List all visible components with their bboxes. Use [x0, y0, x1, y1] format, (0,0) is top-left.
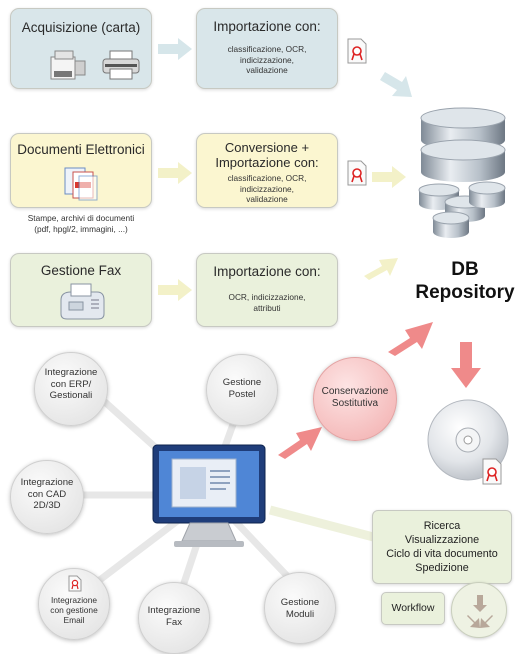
certified-document-icon	[347, 160, 367, 186]
cad-line1: Integrazione	[20, 477, 74, 488]
importazione2-title: Importazione con:	[213, 264, 321, 279]
cad-line2: con CAD	[27, 488, 67, 500]
ricerca-line1: Ricerca	[423, 520, 461, 532]
ricerca-box: Ricerca Visualizzazione Ciclo di vita do…	[372, 510, 512, 584]
documenti-caption-1: Stampe, archivi di documenti	[27, 213, 135, 223]
email-line2: con gestione	[50, 605, 98, 615]
conservazione-circle: Conservazione Sostitutiva	[313, 357, 397, 441]
blue-arrows	[158, 38, 412, 97]
db-title-line1: DB	[451, 259, 479, 280]
conversione-detail-2: indicizzazione,	[240, 183, 294, 194]
importazione1-detail-1: classificazione, OCR,	[227, 44, 307, 54]
yellow-arrows	[158, 162, 406, 301]
circle-postel: Gestione Postel	[206, 354, 278, 426]
conversione-box: Conversione + Importazione con: classifi…	[196, 133, 338, 208]
workflow-box: Workflow	[381, 592, 445, 625]
erp-line1: Integrazione	[44, 367, 98, 378]
db-title-line2: Repository	[415, 282, 515, 303]
cad-line3: 2D/3D	[33, 500, 61, 511]
printer-icon	[102, 50, 140, 80]
ricerca-connector	[268, 505, 387, 545]
fax-title: Gestione Fax	[40, 263, 122, 278]
ricerca-line4: Spedizione	[415, 562, 469, 574]
importazione2-detail-2: attributi	[253, 302, 281, 313]
workflow-arrows-icon	[467, 595, 493, 628]
conversione-title-1: Conversione +	[224, 140, 310, 155]
circle-erp: Integrazione con ERP/ Gestionali	[34, 352, 108, 426]
monitor-icon	[152, 444, 266, 547]
erp-line2: con ERP/	[50, 378, 92, 390]
importazione2-box: Importazione con: OCR, indicizzazione, a…	[196, 253, 338, 327]
conversione-title-2: Importazione con:	[215, 155, 319, 170]
conversione-detail-3: validazione	[246, 194, 288, 204]
certified-document-icon	[347, 38, 367, 64]
integr-fax-line1: Integrazione	[147, 605, 201, 616]
documenti-box: Documenti Elettronici	[10, 133, 152, 208]
fax-machine-icon	[60, 283, 105, 320]
documenti-title: Documenti Elettronici	[17, 142, 145, 157]
importazione1-detail-2: indicizzazione,	[240, 54, 294, 65]
fax-box: Gestione Fax	[10, 253, 152, 327]
conservazione-line1: Conservazione	[321, 386, 389, 397]
acquisizione-title: Acquisizione (carta)	[21, 20, 141, 35]
importazione2-detail-1: OCR, indicizzazione,	[228, 292, 306, 302]
circle-moduli: Gestione Moduli	[264, 572, 336, 644]
postel-line1: Gestione	[222, 377, 262, 388]
conversione-detail-1: classificazione, OCR,	[227, 173, 307, 183]
certified-document-icon	[482, 458, 502, 485]
moduli-line1: Gestione	[280, 597, 320, 608]
moduli-line2: Moduli	[285, 608, 315, 620]
workflow-circle	[451, 582, 507, 638]
postel-line2: Postel	[228, 388, 256, 400]
documenti-caption-2: (pdf, hpgl/2, immagini, ...)	[34, 223, 128, 234]
red-arrows	[278, 322, 481, 459]
importazione1-detail-3: validazione	[246, 65, 288, 75]
ricerca-line2: Visualizzazione	[404, 534, 480, 546]
email-line3: Email	[63, 615, 85, 625]
ricerca-line3: Ciclo di vita documento	[386, 548, 498, 560]
erp-line3: Gestionali	[49, 390, 93, 401]
circle-email: Integrazione con gestione Email	[38, 568, 110, 640]
pdf-documents-icon	[64, 167, 98, 201]
integr-fax-line2: Fax	[166, 616, 182, 628]
importazione1-title: Importazione con:	[213, 19, 321, 34]
copier-icon	[50, 50, 86, 80]
acquisizione-box: Acquisizione (carta)	[10, 8, 152, 89]
conservazione-line2: Sostitutiva	[331, 397, 379, 409]
database-icon	[418, 107, 506, 238]
email-line1: Integrazione	[50, 595, 98, 605]
certified-document-icon	[68, 575, 82, 592]
circle-cad: Integrazione con CAD 2D/3D	[10, 460, 84, 534]
workflow-label: Workflow	[391, 602, 435, 614]
circle-fax: Integrazione Fax	[138, 582, 210, 654]
importazione1-box: Importazione con: classificazione, OCR, …	[196, 8, 338, 89]
